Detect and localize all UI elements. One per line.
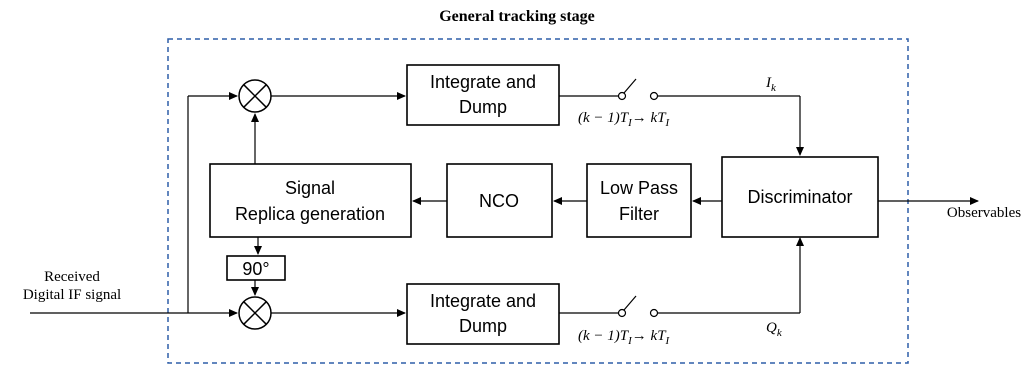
nco-block xyxy=(446,163,553,238)
input-label-line2: Digital IF signal xyxy=(23,287,121,303)
qk-label: Qk xyxy=(766,320,783,339)
bottom-switch-icon xyxy=(617,295,659,318)
phase-shift-block xyxy=(226,255,286,281)
phase-shift-label: 90° xyxy=(242,259,269,279)
signal-replica-line2: Replica generation xyxy=(235,204,385,224)
input-label-line1: Received xyxy=(44,269,100,285)
integrate-dump-top-line2: Dump xyxy=(459,97,507,117)
top-mixer-icon xyxy=(238,79,272,113)
signal-replica-block xyxy=(209,163,412,238)
integrate-dump-top-line1: Integrate and xyxy=(430,72,536,92)
low-pass-filter-block xyxy=(586,163,692,238)
signal-replica-line1: Signal xyxy=(285,178,335,198)
bottom-mixer-icon xyxy=(238,296,272,330)
low-pass-filter-line1: Low Pass xyxy=(600,178,678,198)
integrate-dump-bottom-line1: Integrate and xyxy=(430,291,536,311)
ik-label: Ik xyxy=(765,75,777,94)
top-switch-icon xyxy=(617,78,659,101)
observables-label: Observables xyxy=(947,205,1021,221)
nco-label: NCO xyxy=(479,191,519,211)
integrate-dump-top-block xyxy=(406,64,560,126)
top-switch-label: (k − 1)TI→ kTI xyxy=(578,110,671,129)
discriminator-block xyxy=(721,156,879,238)
low-pass-filter-line2: Filter xyxy=(619,204,659,224)
integrate-dump-bottom-block xyxy=(406,283,560,345)
diagram-title: General tracking stage xyxy=(439,8,595,25)
discriminator-label: Discriminator xyxy=(747,187,852,207)
integrate-dump-bottom-line2: Dump xyxy=(459,316,507,336)
bottom-switch-label: (k − 1)TI→ kTI xyxy=(578,328,671,347)
